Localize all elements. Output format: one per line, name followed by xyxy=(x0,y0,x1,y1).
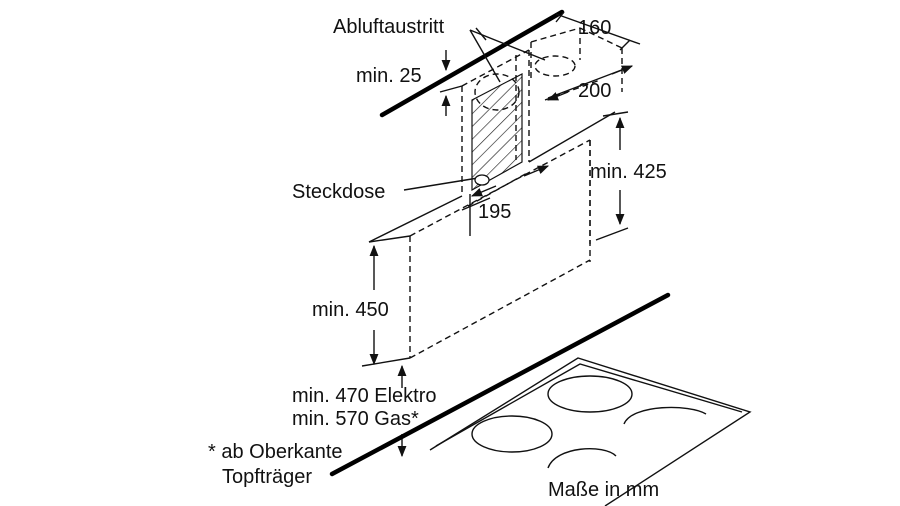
exhaust-leader-3 xyxy=(475,27,487,41)
burner-front-right xyxy=(547,448,617,469)
min-470-label: min. 470 Elektro xyxy=(292,385,437,407)
hood-front-outline xyxy=(409,139,591,359)
dim-160-label: 160 xyxy=(578,17,611,39)
exhaust-opening-circle xyxy=(474,73,520,111)
units-label: Maße in mm xyxy=(548,479,659,501)
dim-200-label: 200 xyxy=(578,80,611,102)
burner-front-left xyxy=(471,415,553,453)
dimension-195: 195 xyxy=(461,165,550,236)
socket-leader xyxy=(403,177,479,191)
dimension-min-425: min. 425 xyxy=(590,111,667,241)
socket-symbol xyxy=(474,174,490,186)
cooktop xyxy=(429,357,752,506)
min-425-label: min. 425 xyxy=(590,161,667,183)
min-450-label: min. 450 xyxy=(312,299,389,321)
min-570-label: min. 570 Gas* xyxy=(292,408,419,430)
hatched-duct-area xyxy=(471,73,523,192)
exhaust-outlet-label: Abluftaustritt xyxy=(333,16,445,38)
footnote-line-1: * ab Oberkante xyxy=(208,441,343,463)
footnote-line-2: Topfträger xyxy=(222,466,312,488)
burner-back-right xyxy=(623,406,707,425)
dim-195-label: 195 xyxy=(478,201,511,223)
dimension-160: 160 xyxy=(555,11,641,51)
dimension-min-450: min. 450 xyxy=(312,235,411,367)
burner-back-left xyxy=(547,375,633,413)
min-25-label: min. 25 xyxy=(356,65,422,87)
dimension-200: 200 xyxy=(546,65,634,102)
worktop-line xyxy=(329,292,671,477)
socket-label: Steckdose xyxy=(292,181,385,203)
exhaust-leader-1 xyxy=(469,29,501,83)
ceiling-line xyxy=(379,9,565,118)
min-25-ext xyxy=(439,85,463,93)
